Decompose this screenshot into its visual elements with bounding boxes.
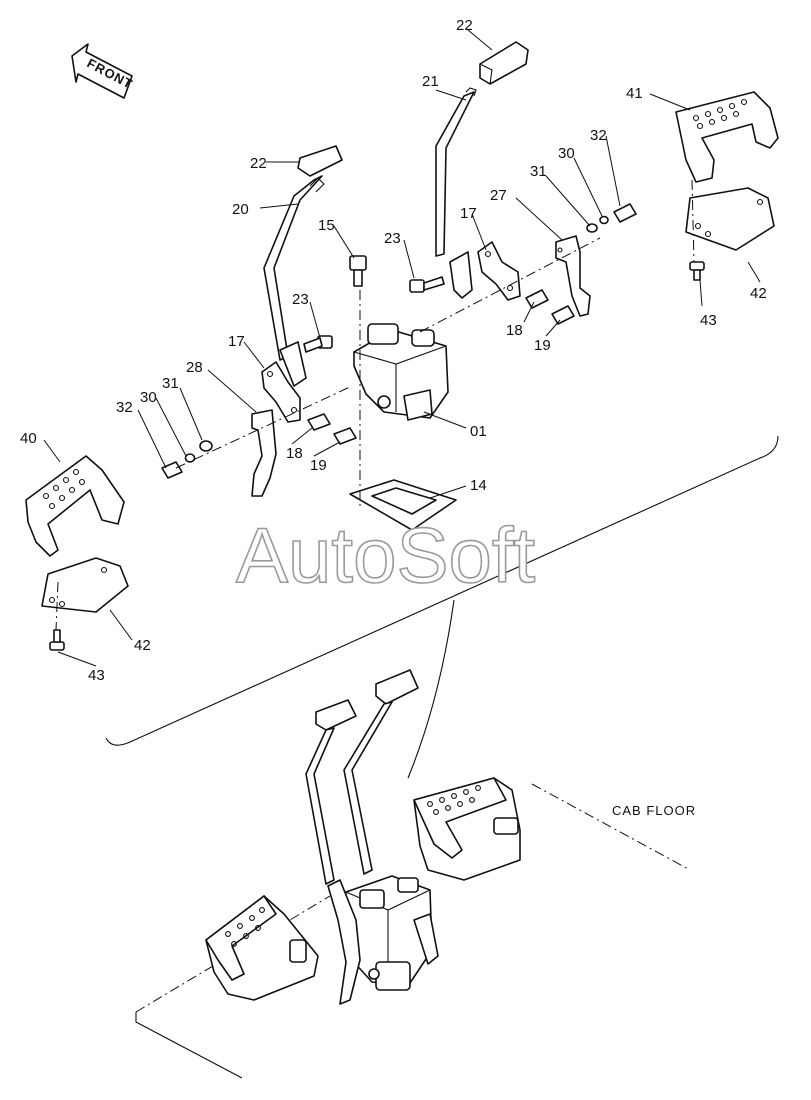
callout-23-top: 23 <box>384 230 401 247</box>
foot-plate-42-left <box>41 557 129 613</box>
pedal-cap-right <box>479 41 529 85</box>
callout-32-right: 32 <box>590 127 607 144</box>
callout-15: 15 <box>318 217 335 234</box>
lockwasher-30-right <box>599 215 609 225</box>
bolt-32-right <box>613 203 637 223</box>
callout-30-left: 30 <box>140 389 157 406</box>
callout-30-right: 30 <box>558 145 575 162</box>
callout-14: 14 <box>470 477 487 494</box>
foot-rest-41 <box>675 91 779 183</box>
callout-27: 27 <box>490 187 507 204</box>
callout-01: 01 <box>470 423 487 440</box>
bracket-left <box>251 409 277 497</box>
bolt-43-left <box>49 629 65 651</box>
callout-31-right: 31 <box>530 163 547 180</box>
lever-bracket-left <box>279 341 307 387</box>
foot-plate-42-right <box>685 187 775 251</box>
bracket-right <box>555 235 591 317</box>
callout-19-left: 19 <box>310 457 327 474</box>
pedal-lever-right <box>435 87 477 257</box>
callouts: 22 21 41 32 30 31 22 27 20 15 23 17 42 4… <box>20 17 767 684</box>
pin-19-right <box>551 305 575 325</box>
callout-42-left: 42 <box>134 637 151 654</box>
callout-43-right: 43 <box>700 312 717 329</box>
cab-floor-label: CAB FLOOR <box>612 803 696 818</box>
pin-18-left <box>307 413 331 431</box>
bolt-15 <box>349 255 367 287</box>
bolt-43-right <box>689 261 705 281</box>
lever-bracket-right <box>449 251 473 299</box>
watermark: AutoSoft <box>236 511 536 599</box>
callout-22-right: 22 <box>456 17 473 34</box>
callout-32-left: 32 <box>116 399 133 416</box>
callout-18-right: 18 <box>506 322 523 339</box>
assembly-centerlines <box>55 179 695 631</box>
pilot-valve-01 <box>353 323 449 421</box>
installed-assembly-view <box>135 669 691 1079</box>
bolt-23-mid <box>303 335 333 353</box>
callout-41: 41 <box>626 85 643 102</box>
callout-19-right: 19 <box>534 337 551 354</box>
section-divider <box>105 435 779 746</box>
bolt-23-top <box>409 276 445 293</box>
foot-rest-40 <box>25 455 125 557</box>
callout-31-left: 31 <box>162 375 179 392</box>
callout-22-left: 22 <box>250 155 267 172</box>
gasket-14 <box>349 479 457 531</box>
callout-40: 40 <box>20 430 37 447</box>
callout-18-left: 18 <box>286 445 303 462</box>
section-connector <box>407 599 455 779</box>
callout-21: 21 <box>422 73 439 90</box>
pedal-lever-left <box>263 175 325 361</box>
washer-31-left <box>199 440 213 452</box>
callout-17-right: 17 <box>460 205 477 222</box>
pedal-cap-left <box>297 145 343 177</box>
callout-17-left: 17 <box>228 333 245 350</box>
callout-43-left: 43 <box>88 667 105 684</box>
washer-31-right <box>586 223 598 233</box>
front-direction-arrow: FRONT <box>71 43 136 99</box>
pin-19-left <box>333 427 357 445</box>
link-plate-left <box>261 361 301 423</box>
lockwasher-30-left <box>184 453 196 463</box>
callout-42-right: 42 <box>750 285 767 302</box>
callout-23-mid: 23 <box>292 291 309 308</box>
pin-18-right <box>525 289 549 309</box>
leader-lines <box>43 29 761 667</box>
bolt-32-left <box>161 461 183 479</box>
callout-20: 20 <box>232 201 249 218</box>
callout-28: 28 <box>186 359 203 376</box>
